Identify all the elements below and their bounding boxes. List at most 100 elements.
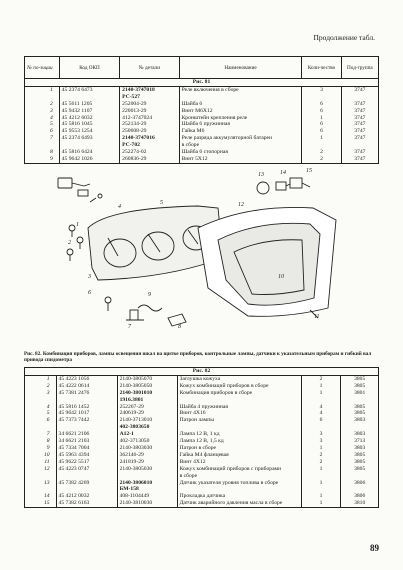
cell-part-number: 2140-3806010 xyxy=(116,479,178,487)
cell-quantity xyxy=(300,472,342,480)
cell-name: Гайка М4 фланцевая xyxy=(176,451,302,459)
cell-subgroup: 3747 xyxy=(340,149,380,156)
cell-name: в сборе xyxy=(178,142,303,150)
cell-position xyxy=(24,424,57,432)
cell-position: 7 xyxy=(24,135,60,143)
cell-name xyxy=(176,486,302,494)
cell-part-number xyxy=(116,472,178,480)
cell-quantity: 1 xyxy=(300,389,342,397)
callout-5: 5 xyxy=(160,200,163,206)
cell-name: Прокладка датчика xyxy=(176,493,302,501)
cell-name xyxy=(176,396,302,404)
cell-subgroup: 3747 xyxy=(340,114,380,122)
header-name: Наименование xyxy=(178,56,303,79)
cell-subgroup xyxy=(340,472,379,480)
cell-part-number: 2140-3747018 xyxy=(119,86,180,94)
cell-okp-code: 45 5816 1045 xyxy=(58,121,121,129)
cell-okp-code: 45 7334 7004 xyxy=(55,444,118,452)
cell-position: 12 xyxy=(24,465,57,473)
cell-okp-code: 45 9642 1026 xyxy=(58,155,121,164)
cell-position: 5 xyxy=(24,410,57,418)
callout-1: 1 xyxy=(76,222,79,228)
cell-okp-code: 45 4223 1056 xyxy=(55,375,118,383)
cell-quantity: 1 xyxy=(300,444,342,452)
parts-table-fig81: № по-зиции Код ОКП № детали Наименование… xyxy=(24,56,380,164)
cell-okp-code xyxy=(55,486,118,494)
cell-subgroup: 3803 xyxy=(340,444,379,452)
cell-position: 8 xyxy=(24,438,57,445)
cell-name: Винт 5Х12 xyxy=(178,155,303,164)
cell-quantity: 1 xyxy=(300,465,342,473)
cell-quantity xyxy=(300,486,342,494)
callout-12: 12 xyxy=(238,202,244,208)
cell-subgroup: 3747 xyxy=(340,86,380,94)
callout-11: 11 xyxy=(314,314,320,320)
cell-part-number: А12-1 xyxy=(116,431,178,439)
table-header-row: № по-зиции Код ОКП № детали Наименование… xyxy=(24,56,380,79)
cell-name: Патрон лампы xyxy=(176,417,302,425)
cell-subgroup: 3747 xyxy=(340,135,380,143)
cell-subgroup: 3806 xyxy=(340,493,379,501)
callout-3: 3 xyxy=(87,274,91,280)
cell-subgroup: 3810 xyxy=(340,500,379,509)
cell-quantity: 1 xyxy=(301,135,342,143)
cell-position: 6 xyxy=(24,417,57,425)
cell-part-number: 362146-29 xyxy=(116,451,178,459)
cell-part-number: БМ-158 xyxy=(116,486,178,494)
callout-15: 15 xyxy=(306,168,312,174)
cell-subgroup: 3806 xyxy=(340,479,379,487)
cell-okp-code: 45 7381 2476 xyxy=(55,389,118,397)
cell-name: Реле включения в сборе xyxy=(178,86,303,94)
cell-position: 3 xyxy=(24,389,57,397)
header-quantity: Коли-чество xyxy=(301,56,342,79)
cell-quantity xyxy=(301,93,342,101)
cell-part-number: 2140-3805030 xyxy=(116,465,178,473)
cell-name: Датчик аварийного давления масла в сборе xyxy=(176,500,302,509)
cell-part-number: 252134-29 xyxy=(119,121,180,129)
cell-position: 6 xyxy=(24,128,60,136)
section-title-fig82: Рис. 82 xyxy=(24,367,379,376)
cell-subgroup: 3747 xyxy=(340,128,380,136)
cell-okp-code: 45 9553 1254 xyxy=(58,128,121,136)
cell-quantity xyxy=(300,424,342,432)
cell-position xyxy=(24,486,57,494)
cell-quantity: 6 xyxy=(301,128,342,136)
cell-name: Лампа 12 В, 1 кд xyxy=(176,431,302,439)
cell-name: Датчик указателя уровня топлива в сборе xyxy=(176,479,302,487)
cell-position: 9 xyxy=(24,444,57,452)
cell-part-number: 2140-3747016 xyxy=(119,135,180,143)
cell-okp-code: 45 7382 4269 xyxy=(55,479,118,487)
callout-9: 9 xyxy=(148,292,151,298)
cell-part-number: 2140-3803030 xyxy=(116,444,178,452)
cell-okp-code xyxy=(55,424,118,432)
header-subgroup: Под-группа xyxy=(340,56,380,79)
cell-part-number: 1916.3801 xyxy=(116,396,178,404)
cell-subgroup: 3747 xyxy=(340,100,380,108)
cell-quantity: 2 xyxy=(301,155,342,164)
cell-name: Гайка М6 xyxy=(178,128,303,136)
cell-quantity: 6 xyxy=(301,107,342,115)
cell-name: Реле разряда аккумуляторной батареи xyxy=(178,135,303,143)
cell-quantity: 1 xyxy=(300,493,342,501)
cell-part-number: РС-702 xyxy=(119,142,180,150)
cell-part-number: 402-3713050 xyxy=(116,438,178,445)
cell-subgroup xyxy=(340,424,379,432)
cell-part-number: 408-1104449 xyxy=(116,493,178,501)
cell-quantity xyxy=(301,142,342,150)
cell-name: в сборе xyxy=(176,472,302,480)
cell-part-number: 252274-02 xyxy=(119,149,180,156)
cell-name: Лампа 12 В, 1,5 кд xyxy=(176,438,302,445)
cell-okp-code: 45 7382 6163 xyxy=(55,500,118,509)
cell-name: Шайба 6 xyxy=(178,100,303,108)
